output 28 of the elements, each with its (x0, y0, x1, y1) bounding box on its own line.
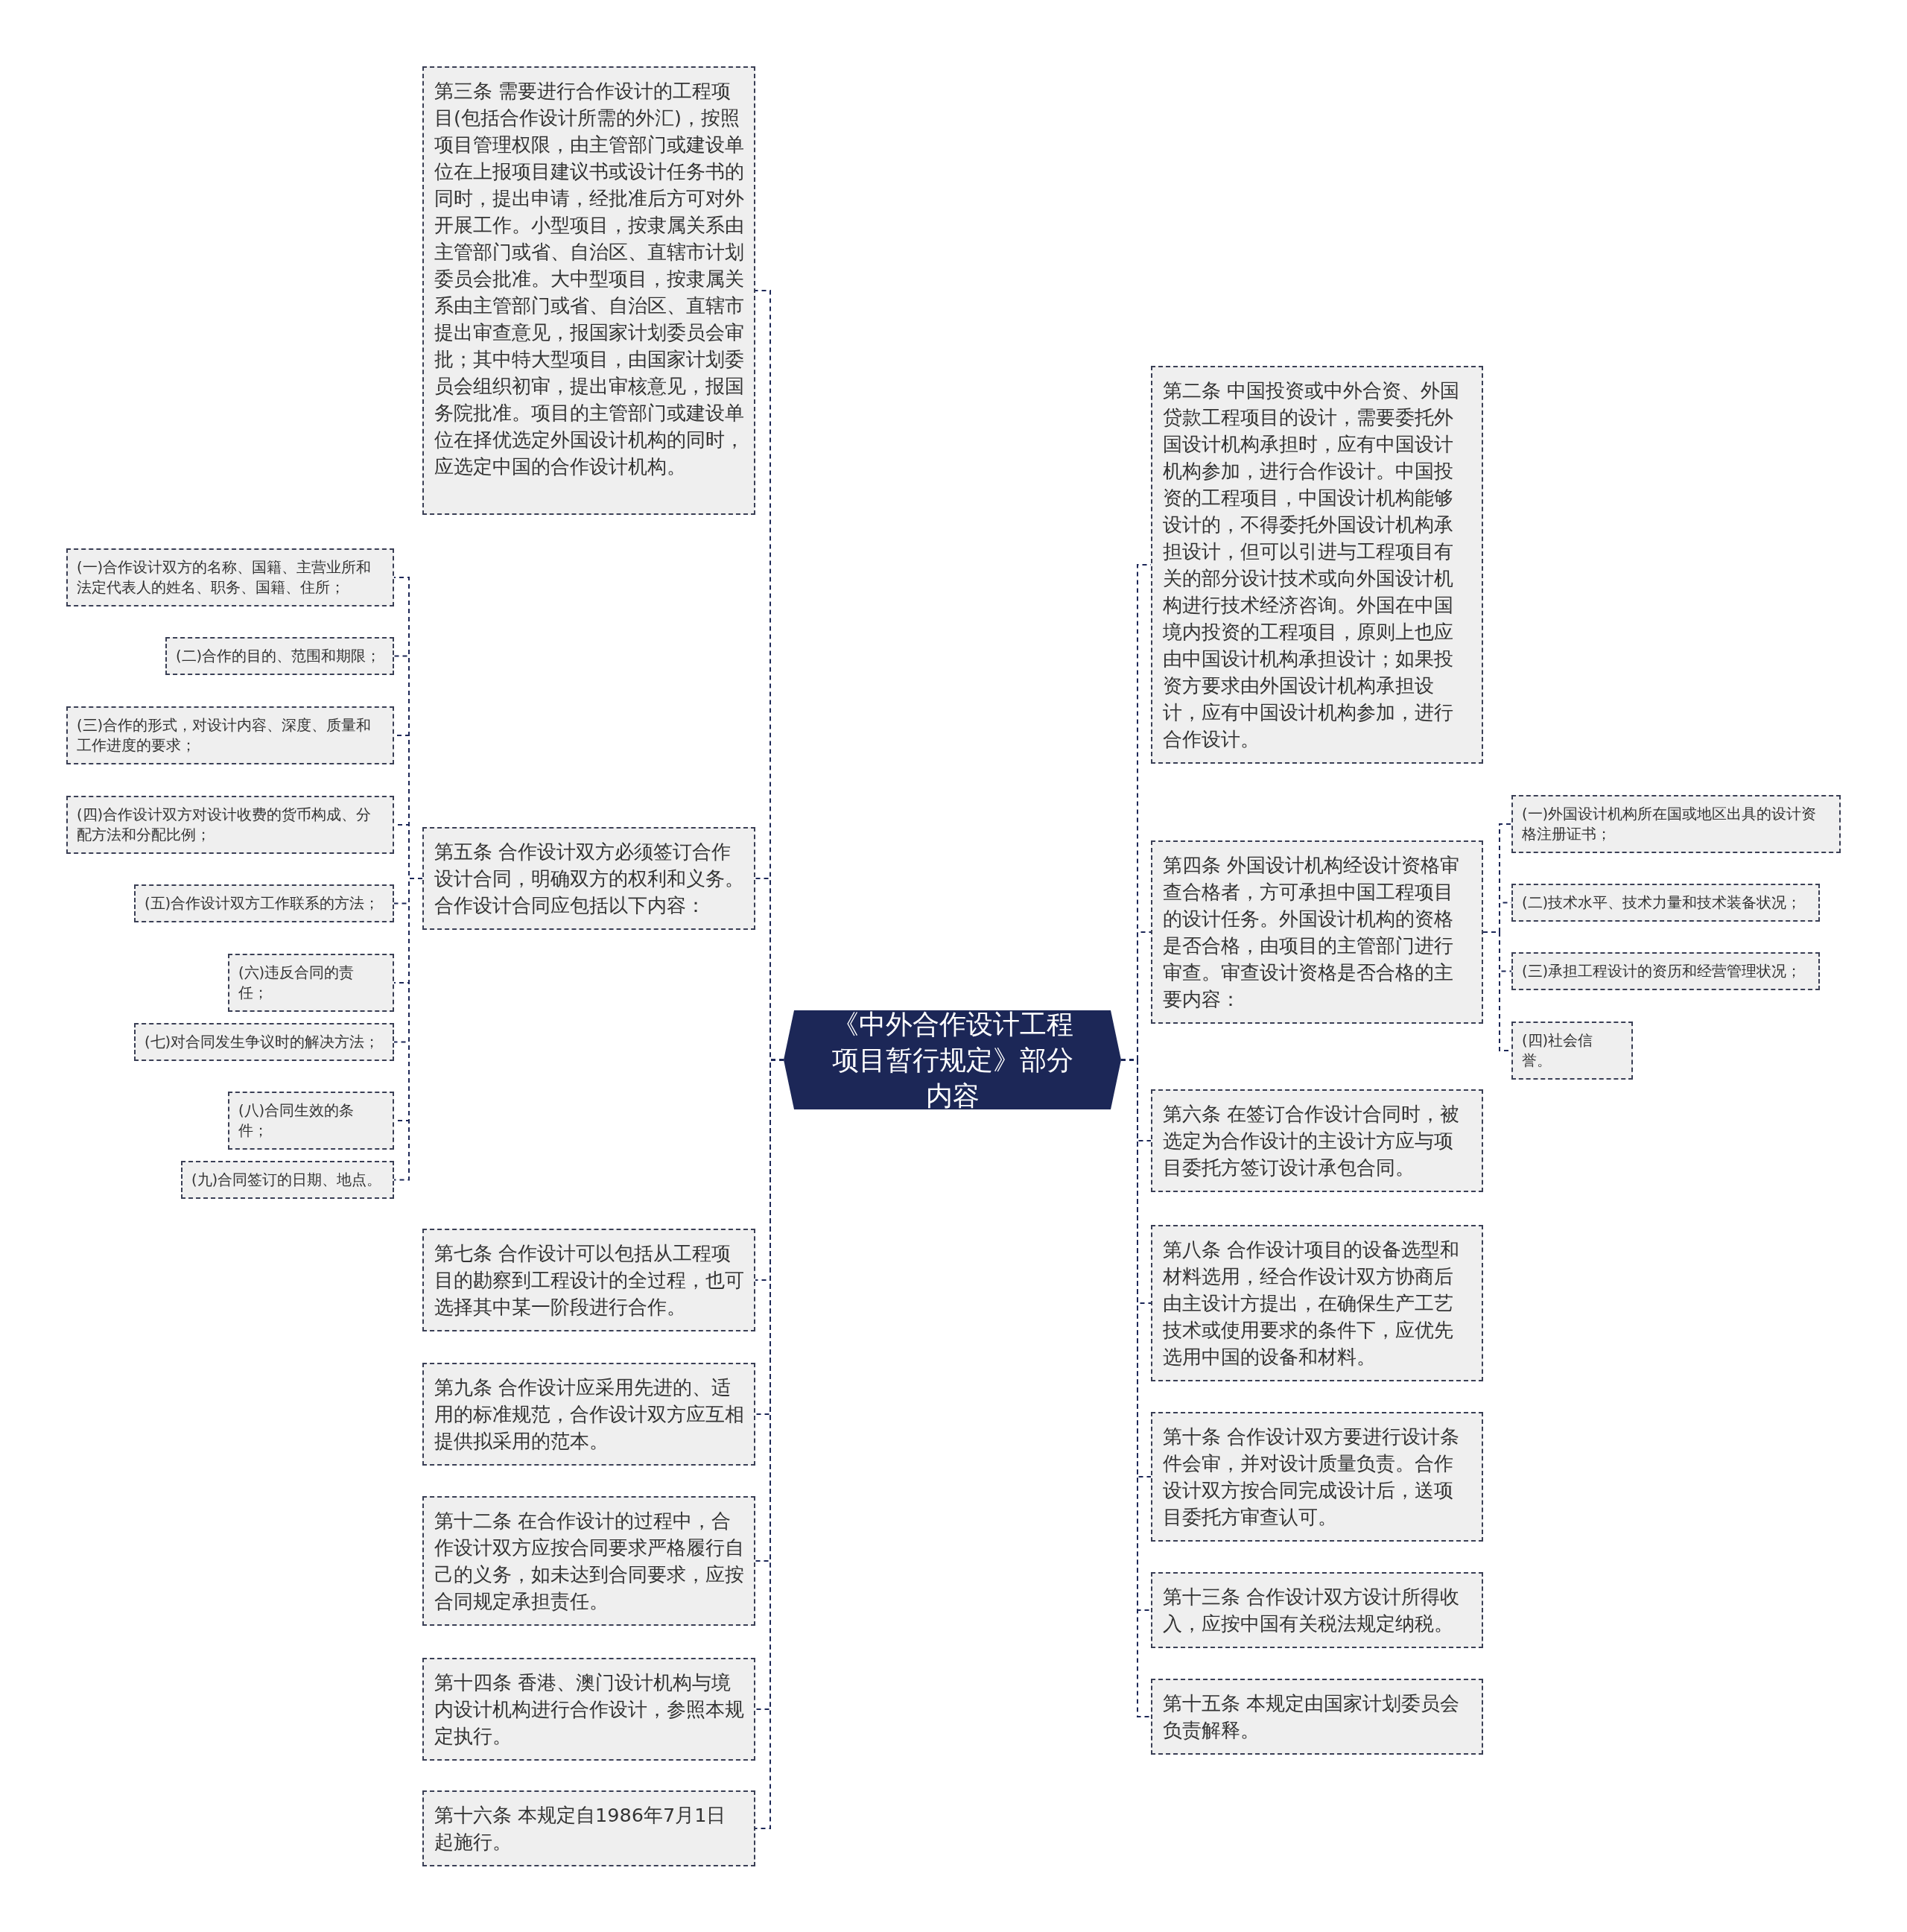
article-box: 第八条 合作设计项目的设备选型和材料选用，经合作设计双方协商后由主设计方提出，在确保生产工艺技术或使用要求的条件下，应优先选用中国的设备和材料。 (1151, 1225, 1483, 1381)
article-box: 第十三条 合作设计双方设计所得收入，应按中国有关税法规定纳税。 (1151, 1572, 1483, 1648)
central-topic: 《中外合作设计工程项目暂行规定》部分内容 (784, 1010, 1121, 1109)
list-item-box: (八)合同生效的条件； (228, 1092, 394, 1150)
list-item-box: (一)外国设计机构所在国或地区出具的设计资格注册证书； (1511, 795, 1841, 853)
article-box: 第四条 外国设计机构经设计资格审查合格者，方可承担中国工程项目的设计任务。外国设计机构的资格是否合格，由项目的主管部门进行审查。审查设计资格是否合格的主要内容： (1151, 840, 1483, 1024)
list-item-box: (七)对合同发生争议时的解决方法； (134, 1023, 394, 1061)
list-item-box: (九)合同签订的日期、地点。 (181, 1161, 394, 1199)
article-box: 第十二条 在合作设计的过程中，合作设计双方应按合同要求严格履行自己的义务，如未达到合同要求，应按合同规定承担责任。 (422, 1496, 755, 1626)
list-item-box: (四)社会信誉。 (1511, 1022, 1633, 1080)
list-item-box: (二)技术水平、技术力量和技术装备状况； (1511, 884, 1820, 922)
article-box: 第十条 合作设计双方要进行设计条件会审，并对设计质量负责。合作设计双方按合同完成设计后，送项目委托方审查认可。 (1151, 1412, 1483, 1542)
article-box: 第三条 需要进行合作设计的工程项目(包括合作设计所需的外汇)，按照项目管理权限，由主管部门或建设单位在上报项目建议书或设计任务书的同时，提出申请，经批准后方可对外开展工作。小型项目，按隶属关系由主管部门或省、自治区、直辖市计划委员会批准。大中型项目，按隶属关系由主管部门或省、自治区、直辖市提出审查意见，报国家计划委员会审批；其中特大型项目，由国家计划委员会组织初审，提出审核意见，报国务院批准。项目的主管部门或建设单位在择优选定外国设计机构的同时，应选定中国的合作设计机构。 (422, 66, 755, 515)
article-box: 第七条 合作设计可以包括从工程项目的勘察到工程设计的全过程，也可选择其中某一阶段进行合作。 (422, 1229, 755, 1331)
list-item-box: (六)违反合同的责任； (228, 954, 394, 1012)
article-box: 第二条 中国投资或中外合资、外国贷款工程项目的设计，需要委托外国设计机构承担时，应有中国设计机构参加，进行合作设计。中国投资的工程项目，中国设计机构能够设计的，不得委托外国设计机构承担设计，但可以引进与工程项目有关的部分设计技术或向外国设计机构进行技术经济咨询。外国在中国境内投资的工程项目，原则上也应由中国设计机构承担设计；如果投资方要求由外国设计机构承担设计，应有中国设计机构参加，进行合作设计。 (1151, 366, 1483, 764)
list-item-box: (一)合作设计双方的名称、国籍、主营业所和法定代表人的姓名、职务、国籍、住所； (66, 548, 394, 606)
article-box: 第十六条 本规定自1986年7月1日起施行。 (422, 1790, 755, 1866)
list-item-box: (三)合作的形式，对设计内容、深度、质量和工作进度的要求； (66, 706, 394, 764)
list-item-box: (二)合作的目的、范围和期限； (165, 637, 394, 675)
article-box: 第十四条 香港、澳门设计机构与境内设计机构进行合作设计，参照本规定执行。 (422, 1658, 755, 1761)
article-box: 第九条 合作设计应采用先进的、适用的标准规范，合作设计双方应互相提供拟采用的范本。 (422, 1363, 755, 1466)
article-box: 第十五条 本规定由国家计划委员会负责解释。 (1151, 1679, 1483, 1755)
list-item-box: (四)合作设计双方对设计收费的货币构成、分配方法和分配比例； (66, 796, 394, 854)
list-item-box: (五)合作设计双方工作联系的方法； (134, 884, 394, 922)
article-box: 第五条 合作设计双方必须签订合作设计合同，明确双方的权利和义务。合作设计合同应包括以下内容： (422, 827, 755, 930)
list-item-box: (三)承担工程设计的资历和经营管理状况； (1511, 952, 1820, 990)
article-box: 第六条 在签订合作设计合同时，被选定为合作设计的主设计方应与项目委托方签订设计承包合同。 (1151, 1089, 1483, 1192)
